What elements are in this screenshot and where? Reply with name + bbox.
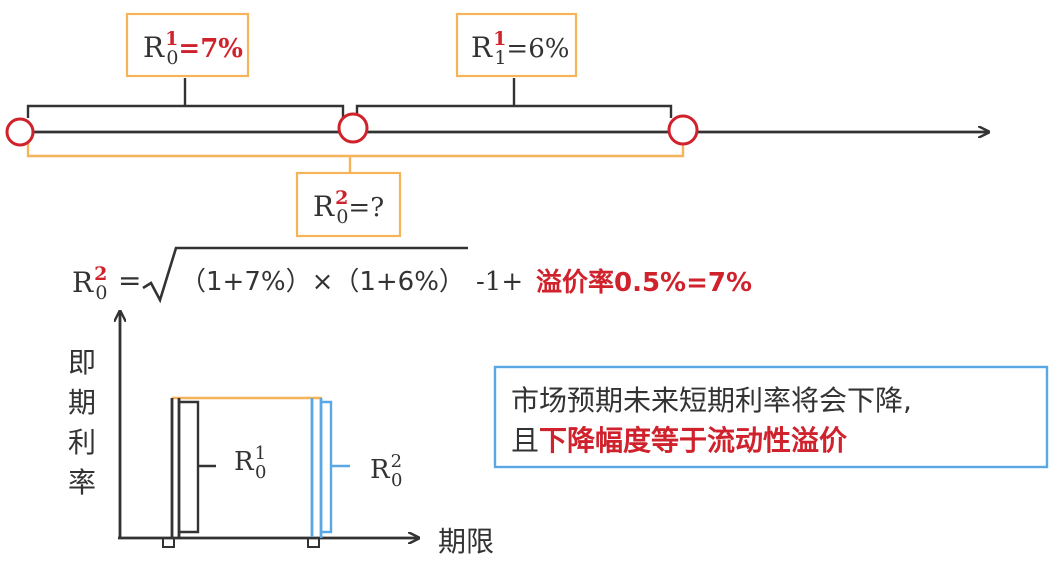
formula-lhs-sub: 0 — [95, 282, 107, 304]
y-axis-label-char-3: 利 — [68, 426, 96, 459]
radical-sign — [142, 246, 468, 304]
formula-radicand: （1+7%）×（1+6%） — [180, 267, 465, 297]
rate-box-r11-frame — [455, 12, 578, 78]
rate-box-r11-base: R — [471, 31, 493, 64]
rate-box-r11-value: =6% — [506, 34, 569, 64]
bar-1-label-sub: 0 — [255, 462, 266, 483]
formula-lhs-sup: 2 — [94, 263, 107, 285]
bar-2-label-sub: 0 — [391, 470, 402, 491]
bar-2-label-sup: 2 — [391, 451, 402, 472]
time-point-0 — [5, 117, 35, 147]
note-box-frame — [493, 365, 1049, 469]
svg-text:R11=6%: R11=6% — [471, 28, 569, 69]
bar-2-label-base: R — [370, 455, 391, 485]
bar-1-bracket — [179, 400, 216, 534]
y-axis-label-char-1: 即 — [68, 346, 96, 379]
formula-minus-one: -1+ — [476, 267, 523, 297]
svg-text:且下降幅度等于流动性溢价: 且下降幅度等于流动性溢价 — [511, 424, 848, 457]
rate-box-r10-frame — [125, 12, 250, 78]
bracket-period-1 — [26, 78, 345, 118]
y-axis-label-char-2: 期 — [68, 386, 96, 419]
rate-box-r11-sub: 1 — [494, 47, 506, 69]
note-line-1: 市场预期未来短期利率将会下降, — [511, 384, 912, 417]
formula-premium: 溢价率0.5%=7% — [536, 267, 752, 298]
rate-box-r20-base: R — [313, 190, 335, 223]
y-axis-label-char-4: 率 — [68, 466, 96, 499]
rate-box-r20-sup: 2 — [335, 187, 348, 209]
rate-box-r10-value: =7% — [178, 34, 243, 64]
rate-box-r20-frame — [295, 171, 402, 238]
bar-1-tick — [162, 537, 175, 548]
svg-text:R10=7%: R10=7% — [143, 28, 243, 69]
formula-lhs-base: R — [72, 266, 94, 299]
bar-2-bracket — [321, 400, 350, 534]
x-axis-label: 期限 — [438, 525, 494, 558]
bracket-period-2 — [355, 78, 673, 118]
svg-text:R20: R20 — [370, 451, 402, 491]
rate-box-r10-sub: 0 — [166, 47, 178, 69]
note-line-2-highlight: 下降幅度等于流动性溢价 — [539, 424, 848, 457]
svg-text:R10: R10 — [234, 443, 266, 483]
time-point-1 — [337, 112, 369, 144]
rate-box-r11-sup: 1 — [493, 28, 506, 50]
rate-box-r20-sub: 0 — [336, 206, 348, 228]
time-point-2 — [667, 114, 699, 146]
note-box: 市场预期未来短期利率将会下降, 且下降幅度等于流动性溢价 — [493, 365, 1049, 469]
rate-box-r20-value: =? — [348, 193, 384, 223]
bracket-two-periods — [26, 142, 685, 172]
bar-1-label-sup: 1 — [255, 443, 266, 464]
note-line-2-prefix: 且 — [511, 424, 539, 457]
rate-box-r10-sup: 1 — [165, 28, 178, 50]
rate-box-r10-base: R — [143, 31, 165, 64]
bar-2-tick — [307, 537, 320, 548]
bar-1-label-base: R — [234, 447, 255, 477]
svg-text:R20=?: R20=? — [313, 187, 384, 228]
svg-text:R20: R20 — [72, 263, 107, 304]
formula-equals: = — [118, 264, 141, 297]
